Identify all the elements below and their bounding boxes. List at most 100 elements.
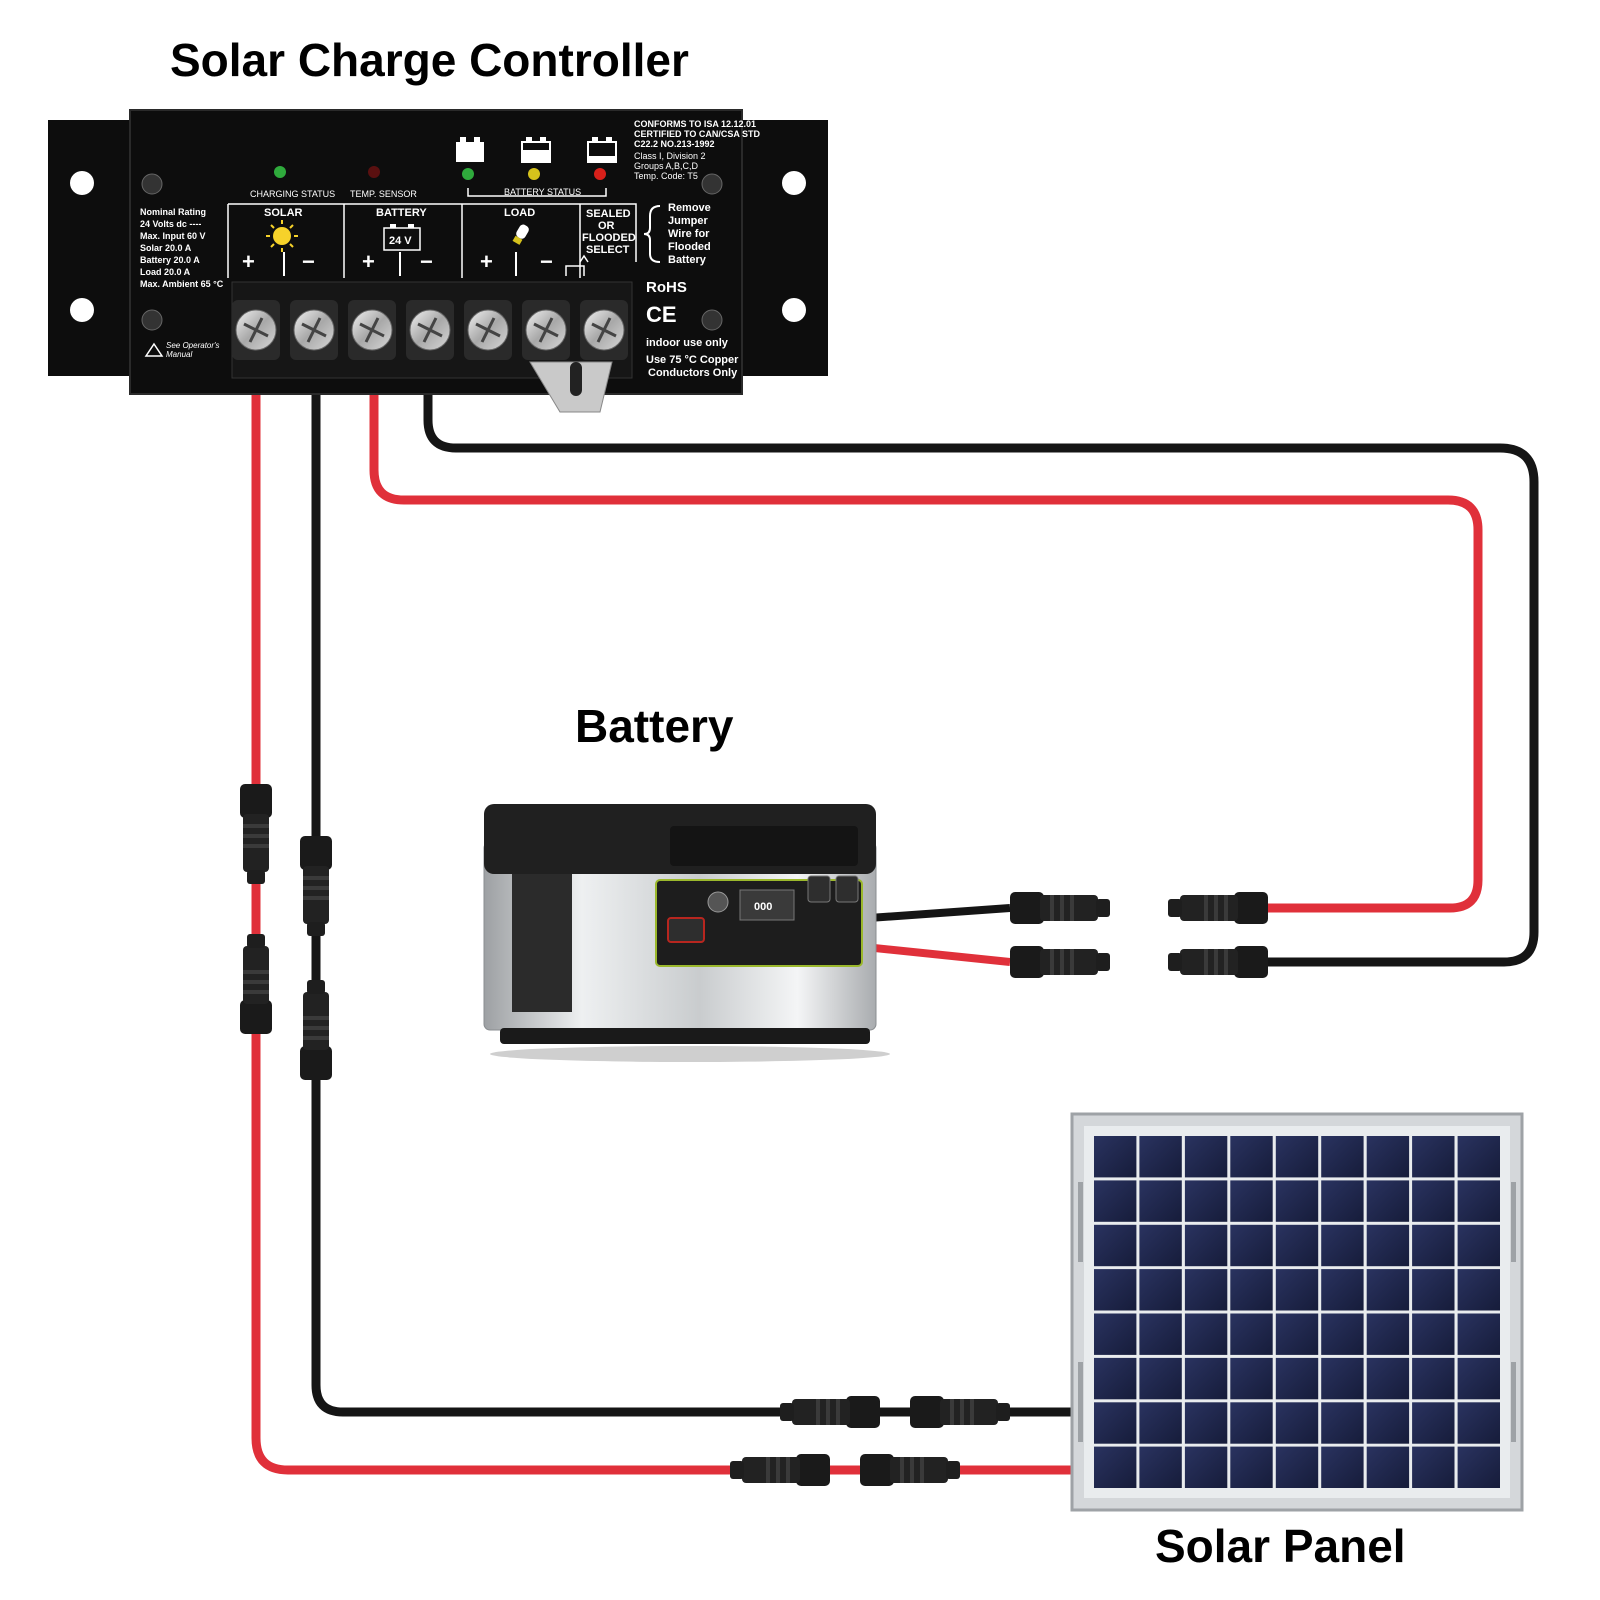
- solar-cell: [1184, 1402, 1228, 1444]
- battery-status-bracket: [467, 188, 607, 197]
- solar-cell: [1412, 1357, 1455, 1400]
- solar-minus-sign: −: [302, 249, 315, 274]
- solar-cell: [1275, 1180, 1319, 1222]
- mount-hole-tl: [70, 171, 94, 195]
- charging-status-led: [274, 166, 286, 178]
- solar-cell: [1230, 1180, 1273, 1222]
- warning-icon: [144, 342, 164, 357]
- battery-negative-wire: [423, 367, 1539, 967]
- solar-cell: [1321, 1224, 1364, 1267]
- solar-cell: [1184, 1446, 1228, 1488]
- solar-cell: [1139, 1224, 1182, 1267]
- ac-outlet-icon: [807, 875, 831, 903]
- battery-status-label: BATTERY STATUS: [504, 187, 581, 197]
- solar-cell: [1412, 1136, 1455, 1178]
- right-mounting-flange: [740, 120, 828, 376]
- rating-line: Max. Ambient 65 °C: [140, 279, 224, 289]
- solar-cell: [1366, 1357, 1410, 1400]
- solar-cell: [1366, 1402, 1410, 1444]
- solar-cell: [1230, 1357, 1273, 1400]
- battery-display-text: 000: [754, 901, 772, 913]
- solar-cell: [1094, 1357, 1137, 1400]
- solar-cell: [1321, 1136, 1364, 1178]
- solar-cell: [1139, 1136, 1182, 1178]
- jumper-arrow-icon: [565, 254, 589, 276]
- battery-positive-wire: [369, 367, 1483, 913]
- solar-plus-sign: +: [242, 249, 255, 274]
- battery-section-label: BATTERY: [376, 207, 427, 219]
- solar-cell: [1321, 1269, 1364, 1311]
- solar-negative-wire: [311, 367, 1077, 1417]
- load-minus-sign: −: [540, 249, 553, 274]
- solar-panel: [1070, 1112, 1524, 1512]
- screw-icon: [701, 173, 723, 195]
- solar-cell: [1230, 1313, 1273, 1355]
- solar-cell: [1457, 1180, 1500, 1222]
- solar-cell: [1275, 1224, 1319, 1267]
- cert-line: CERTIFIED TO CAN/CSA STD: [634, 129, 761, 139]
- solar-cell: [1457, 1313, 1500, 1355]
- terminal-screw-icon: [580, 300, 628, 360]
- select-line: FLOODED: [582, 232, 636, 244]
- screw-icon: [141, 309, 163, 331]
- cert-line: Groups A,B,C,D: [634, 161, 699, 171]
- copper-note-line: Conductors Only: [648, 367, 738, 379]
- solar-cell: [1321, 1357, 1364, 1400]
- battery-bottom-rail: [500, 1028, 870, 1044]
- solar-cell: [1275, 1446, 1319, 1488]
- battery-handle: [670, 826, 858, 866]
- solar-cell: [1094, 1446, 1137, 1488]
- battery-green-led: [462, 168, 474, 180]
- screw-icon: [701, 309, 723, 331]
- terminal-screw-icon: [464, 300, 512, 360]
- connector-battery-black-left: [1010, 892, 1110, 924]
- solar-cell: [1366, 1313, 1410, 1355]
- solar-cell: [1230, 1136, 1273, 1178]
- battery-shadow: [490, 1046, 890, 1062]
- solar-cell: [1366, 1180, 1410, 1222]
- solar-cell: [1139, 1402, 1182, 1444]
- solar-cell: [1457, 1269, 1500, 1311]
- solar-cell: [1139, 1269, 1182, 1311]
- connector-solar-black-upper: [300, 836, 332, 936]
- connector-battery-red-left: [1010, 946, 1110, 978]
- select-line: OR: [598, 220, 615, 232]
- battery-yellow-led: [528, 168, 540, 180]
- jumper-note-line: Wire for: [668, 228, 710, 240]
- cert-line: Class I, Division 2: [634, 151, 706, 161]
- connector-solar-red-upper: [240, 784, 272, 884]
- battery-voltage-label: 24 V: [389, 235, 412, 247]
- solar-cell: [1275, 1136, 1319, 1178]
- solar-cell: [1094, 1136, 1137, 1178]
- solar-section-label: SOLAR: [264, 207, 303, 219]
- solar-cell: [1457, 1224, 1500, 1267]
- solar-cell: [1139, 1446, 1182, 1488]
- solar-cell: [1275, 1357, 1319, 1400]
- rating-line: Load 20.0 A: [140, 267, 191, 277]
- rating-line: Nominal Rating: [140, 207, 206, 217]
- battery-port-icon: [707, 891, 729, 913]
- panel-left-rail: [1078, 1362, 1083, 1442]
- solar-cell: [1366, 1269, 1410, 1311]
- panel-right-rail: [1511, 1182, 1516, 1262]
- panel-left-rail: [1078, 1182, 1083, 1262]
- solar-cell: [1412, 1402, 1455, 1444]
- solar-cell: [1184, 1357, 1228, 1400]
- battery-power-station: 000: [483, 804, 890, 1062]
- solar-positive-wire: [251, 367, 1077, 1475]
- sun-icon: [266, 220, 298, 252]
- solar-cell: [1184, 1269, 1228, 1311]
- charge-controller: CONFORMS TO ISA 12.12.01 CERTIFIED TO CA…: [48, 109, 828, 413]
- load-section-label: LOAD: [504, 207, 535, 219]
- terminal-screw-icon: [522, 300, 570, 360]
- left-mounting-flange: [48, 120, 136, 376]
- solar-cell: [1412, 1180, 1455, 1222]
- manual-note-line: See Operator's: [166, 341, 220, 350]
- battery-24v-icon: 24 V: [383, 224, 421, 251]
- cert-line: C22.2 NO.213-1992: [634, 139, 715, 149]
- section-dividers: [227, 203, 637, 278]
- solar-cell: [1139, 1313, 1182, 1355]
- solar-panel-title: Solar Panel: [1155, 1520, 1406, 1572]
- solar-cell: [1321, 1180, 1364, 1222]
- connector-battery-red-right: [1168, 892, 1268, 924]
